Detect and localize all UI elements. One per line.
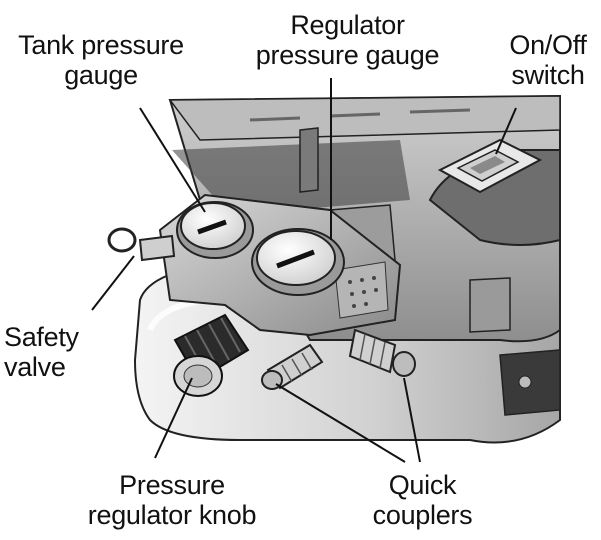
label-regulator-pressure-gauge: Regulator pressure gauge bbox=[250, 10, 445, 70]
label-quick-couplers: Quick couplers bbox=[355, 470, 490, 530]
label-safety-valve: Safety valve bbox=[4, 322, 94, 382]
label-pressure-regulator-knob: Pressure regulator knob bbox=[72, 470, 272, 530]
label-tank-pressure-gauge: Tank pressure gauge bbox=[6, 30, 196, 90]
label-on-off-switch: On/Off switch bbox=[498, 30, 598, 90]
leader-safety-valve bbox=[92, 256, 134, 310]
tank-pressure-gauge bbox=[177, 202, 253, 258]
